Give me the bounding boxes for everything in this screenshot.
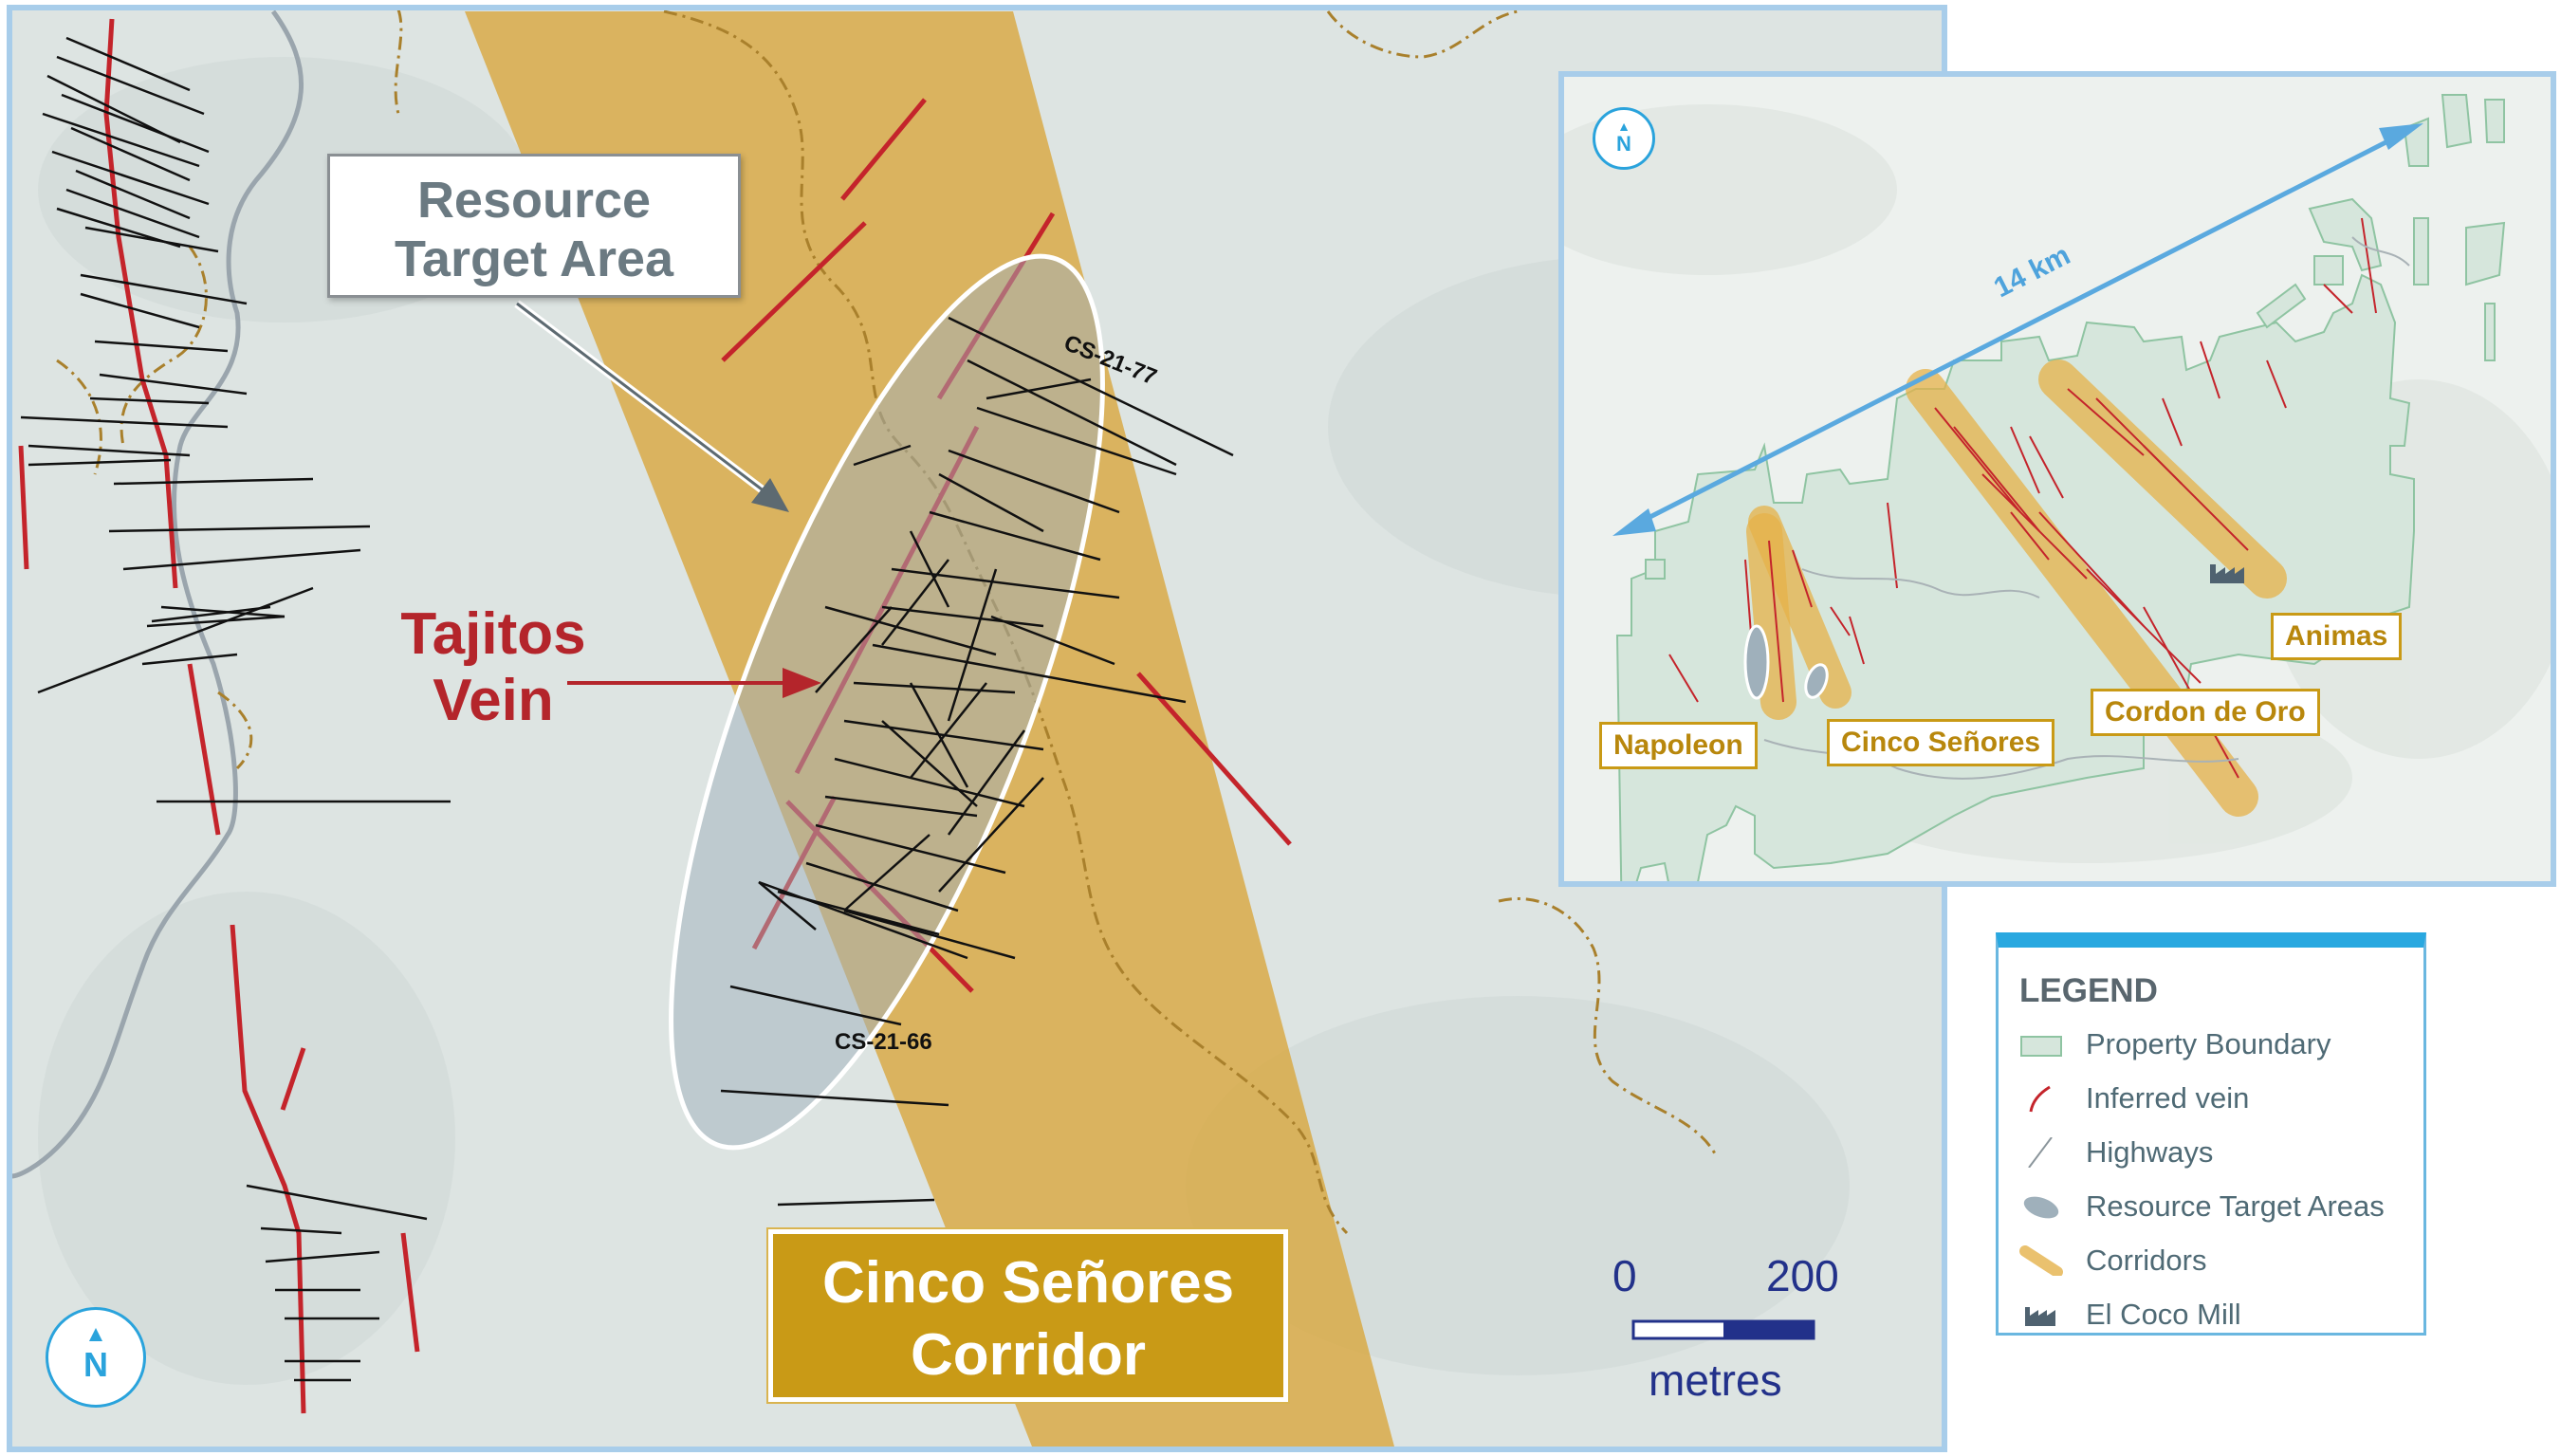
legend-label-property-boundary: Property Boundary — [2086, 1027, 2331, 1060]
scale-bar — [1631, 1319, 1815, 1340]
inset-label-cinco-senores: Cinco Señores — [1827, 719, 2055, 766]
scale-start-label: 0 — [1612, 1251, 1637, 1300]
factory-icon — [2025, 1307, 2055, 1326]
legend-label-highways: Highways — [2086, 1135, 2214, 1169]
drill-traces-corridor — [720, 316, 1234, 1207]
north-arrow-main: ▲ N — [46, 1307, 146, 1408]
legend-item-resource-target-areas: Resource Target Areas — [2019, 1188, 2418, 1226]
corridor-title-line1: Cinco Señores — [821, 1250, 1235, 1316]
inset-label-cordon-de-oro: Cordon de Oro — [2091, 689, 2320, 736]
legend-item-el-coco-mill: El Coco Mill — [2019, 1296, 2418, 1334]
legend-item-inferred-vein: Inferred vein — [2019, 1079, 2418, 1117]
legend-title: LEGEND — [2019, 972, 2158, 1009]
corridor-title-box: Cinco Señores Corridor — [768, 1229, 1288, 1402]
legend: LEGEND Property Boundary Inferred vein H… — [1996, 932, 2426, 1336]
vein-label-line1: Tajitos — [400, 601, 586, 667]
callout-arrows — [514, 300, 821, 698]
legend-item-property-boundary: Property Boundary — [2019, 1025, 2418, 1063]
scale-unit-label: metres — [1649, 1355, 1782, 1405]
corridor-band-icon — [2019, 1245, 2063, 1276]
callout-title-line2: Target Area — [394, 230, 674, 287]
drill-traces-left — [20, 36, 451, 1382]
corridor-title-line2: Corridor — [911, 1322, 1146, 1388]
resource-target-callout: Resource Target Area — [327, 154, 741, 298]
target-area-ellipse-icon — [2021, 1194, 2061, 1221]
legend-label-el-coco-mill: El Coco Mill — [2086, 1298, 2241, 1331]
north-arrow-main-icon: ▲ — [84, 1321, 107, 1347]
legend-label-corridors: Corridors — [2086, 1244, 2207, 1277]
distance-arrow — [1612, 123, 2423, 536]
property-boundary-swatch-icon — [2020, 1036, 2062, 1057]
callout-title-line1: Resource — [416, 172, 652, 229]
property-boundary — [1615, 94, 2506, 881]
legend-item-corridors: Corridors — [2019, 1242, 2418, 1280]
legend-label-resource-target-areas: Resource Target Areas — [2086, 1189, 2385, 1223]
inset-corridors — [1746, 359, 2287, 817]
highway — [10, 9, 304, 1179]
tajitos-vein-label: Tajitos Vein — [379, 601, 607, 734]
inferred-vein-line-icon — [2029, 1085, 2051, 1113]
legend-label-inferred-vein: Inferred vein — [2086, 1081, 2250, 1115]
scale-end-label: 200 — [1766, 1251, 1839, 1300]
inset-label-napoleon: Napoleon — [1599, 722, 1758, 769]
inset-map-canvas — [1564, 77, 2551, 881]
north-arrow-inset: ▲ N — [1593, 107, 1655, 170]
highway-line-icon — [2028, 1137, 2053, 1168]
north-arrow-main-letter: N — [83, 1345, 108, 1384]
legend-item-highways: Highways — [2019, 1133, 2418, 1171]
vein-label-line2: Vein — [433, 668, 554, 733]
inset-label-animas: Animas — [2271, 613, 2403, 660]
drillhole-label-cs-21-66: CS-21-66 — [835, 1029, 932, 1055]
inset-target-areas — [1743, 624, 1829, 700]
factory-icon — [2210, 564, 2244, 583]
north-arrow-inset-letter: N — [1616, 132, 1631, 156]
north-arrow-inset-icon: ▲ — [1617, 119, 1631, 134]
trails — [56, 9, 1719, 1235]
resource-target-area — [669, 253, 1105, 1151]
inset-map: ▲ N 14 km Napoleon Cinco Señores Cordon … — [1558, 71, 2556, 887]
